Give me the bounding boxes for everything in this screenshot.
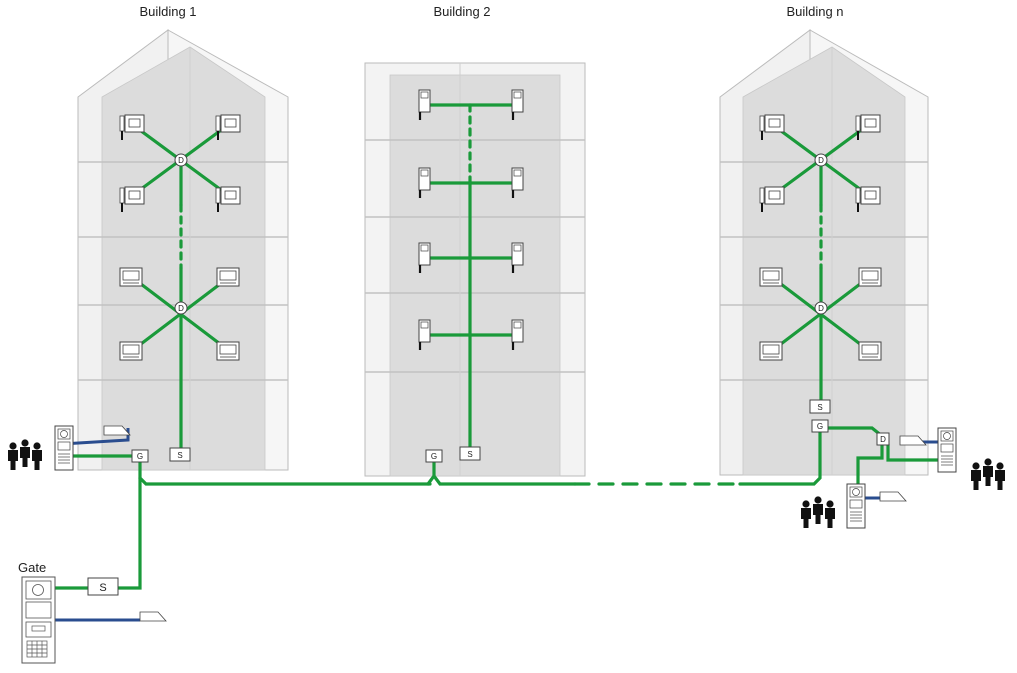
indoor-monitor-icon: [858, 341, 882, 361]
distributor: D: [814, 301, 828, 315]
building-n-devices: D D S G D: [759, 114, 1005, 529]
distributor: D: [174, 153, 188, 167]
svg-text:S: S: [467, 450, 472, 459]
door-lock-icon: [879, 491, 907, 502]
door-station-icon: [846, 483, 866, 529]
building-2: Building 2: [364, 4, 586, 477]
person-group-icon: [971, 458, 1005, 490]
indoor-monitor-icon: [759, 267, 783, 287]
building-2-label: Building 2: [433, 4, 490, 19]
distributor: D: [876, 432, 890, 446]
power-supply: S: [809, 399, 831, 414]
svg-text:D: D: [178, 304, 184, 313]
svg-text:G: G: [817, 422, 823, 431]
building-1-label: Building 1: [139, 4, 196, 19]
gateway-module: G: [425, 449, 443, 463]
indoor-monitor-icon: [119, 341, 143, 361]
svg-text:G: G: [431, 452, 437, 461]
door-station-icon: [937, 427, 957, 473]
gateway-module: G: [131, 449, 149, 463]
indoor-monitor-icon: [759, 341, 783, 361]
distributor: D: [814, 153, 828, 167]
gate-label: Gate: [18, 560, 46, 575]
indoor-monitor-icon: [858, 267, 882, 287]
svg-text:S: S: [177, 451, 182, 460]
door-station-icon: [54, 425, 74, 471]
gate-station: Gate S: [18, 560, 167, 664]
svg-text:S: S: [99, 582, 106, 594]
svg-text:G: G: [137, 452, 143, 461]
gateway-module: G: [811, 419, 829, 433]
power-supply: S: [459, 446, 481, 461]
person-group-icon: [801, 496, 835, 528]
indoor-monitor-icon: [119, 267, 143, 287]
svg-text:D: D: [818, 304, 824, 313]
power-supply: S: [169, 447, 191, 462]
svg-text:D: D: [818, 156, 824, 165]
building-2-devices: G S: [417, 88, 525, 463]
indoor-monitor-icon: [216, 341, 240, 361]
building-n-label: Building n: [786, 4, 843, 19]
distributor: D: [174, 301, 188, 315]
indoor-monitor-icon: [216, 267, 240, 287]
building-n: Building n: [719, 4, 929, 476]
person-group-icon: [8, 439, 42, 470]
svg-text:S: S: [817, 403, 822, 412]
svg-text:D: D: [880, 435, 886, 444]
svg-text:D: D: [178, 156, 184, 165]
building-1-devices: D D G S: [8, 114, 241, 471]
power-supply: S: [87, 577, 119, 596]
building-1: Building 1: [77, 4, 289, 471]
keypad-icon: [26, 640, 48, 658]
door-lock-icon: [139, 611, 167, 622]
